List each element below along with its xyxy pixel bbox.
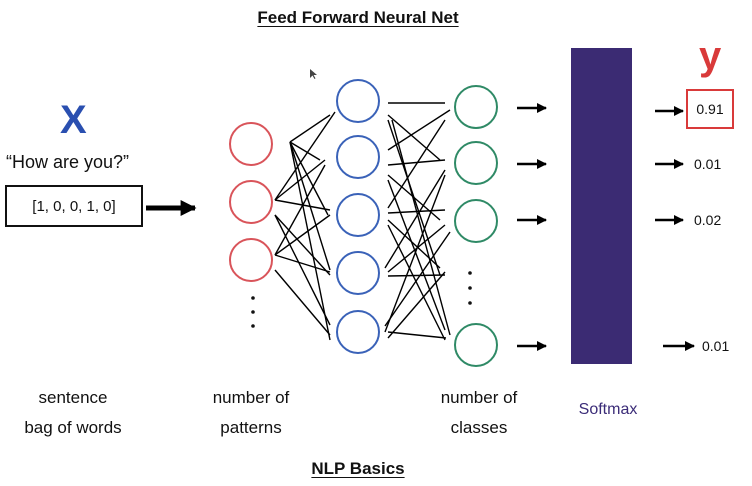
- input-symbol: X: [60, 98, 87, 142]
- edge: [387, 114, 441, 161]
- input-ellipsis: [251, 296, 255, 328]
- hidden-caption: number of patterns: [188, 383, 314, 443]
- ellipsis-dot: [251, 310, 255, 314]
- edge: [289, 141, 331, 341]
- arrows-to-softmax: [517, 103, 547, 351]
- edge: [387, 331, 447, 339]
- output-value: 0.02: [694, 212, 722, 228]
- edge: [387, 219, 441, 269]
- output-ellipsis: [468, 271, 472, 305]
- hidden-node: [336, 310, 380, 354]
- edge: [274, 111, 336, 201]
- input-layer: [229, 122, 273, 282]
- caption-line: patterns: [220, 418, 282, 437]
- footer-title: NLP Basics: [311, 459, 405, 478]
- edge: [289, 114, 331, 143]
- output-value: 0.01: [694, 156, 722, 172]
- softmax-bar: [571, 48, 632, 364]
- edge: [387, 159, 446, 166]
- arrows-to-outputs: [655, 106, 695, 351]
- edge: [387, 274, 446, 277]
- caption-line: sentence: [38, 388, 108, 407]
- edge: [384, 169, 446, 269]
- hidden-layer: [336, 79, 380, 354]
- edge: [289, 141, 329, 216]
- output-layer: [454, 85, 498, 367]
- edge: [387, 224, 446, 341]
- edge: [387, 271, 446, 339]
- input-sentence: “How are you?”: [6, 152, 130, 172]
- caption-line: bag of words: [24, 418, 122, 437]
- ellipsis-dot: [251, 296, 255, 300]
- edge: [387, 109, 451, 151]
- edge: [274, 214, 331, 326]
- edge: [274, 164, 326, 256]
- edge: [384, 174, 446, 333]
- ellipsis-dot: [468, 286, 472, 290]
- hidden-node: [336, 251, 380, 295]
- caption-line: number of: [212, 388, 290, 407]
- edge: [387, 209, 446, 214]
- output-node: [454, 141, 498, 185]
- hidden-node: [336, 193, 380, 237]
- diagram-title: Feed Forward Neural Net: [257, 8, 459, 27]
- edge: [274, 254, 331, 273]
- mouse-cursor-icon: [310, 69, 317, 79]
- output-value: 0.01: [702, 338, 730, 354]
- ellipsis-dot: [468, 301, 472, 305]
- input-node: [229, 238, 273, 282]
- output-value: 0.91: [696, 101, 724, 117]
- input-caption: sentence bag of words: [5, 383, 141, 443]
- edge: [289, 141, 321, 161]
- input-node: [229, 180, 273, 224]
- edge: [387, 179, 446, 331]
- input-node: [229, 122, 273, 166]
- softmax-label: Softmax: [578, 401, 638, 418]
- output-caption: number of classes: [416, 383, 542, 443]
- output-node: [454, 85, 498, 129]
- edge: [274, 159, 326, 201]
- input-vector: [1, 0, 0, 1, 0]: [32, 197, 116, 215]
- connections-hidden-output: [384, 102, 451, 341]
- caption-line: classes: [450, 418, 508, 437]
- output-node: [454, 323, 498, 367]
- ellipsis-dot: [251, 324, 255, 328]
- ellipsis-dot: [468, 271, 472, 275]
- caption-line: number of: [440, 388, 518, 407]
- hidden-node: [336, 135, 380, 179]
- edge: [391, 119, 451, 336]
- input-vector-box: [1, 0, 0, 1, 0]: [5, 185, 143, 227]
- edge: [274, 214, 331, 276]
- output-symbol: y: [699, 34, 722, 78]
- hidden-node: [336, 79, 380, 123]
- edge: [274, 214, 331, 256]
- output-value-highlight: 0.91: [686, 89, 734, 129]
- edge: [384, 231, 451, 327]
- output-node: [454, 199, 498, 243]
- connections-input-hidden: [274, 111, 336, 341]
- edge: [387, 119, 446, 209]
- edge: [274, 269, 331, 336]
